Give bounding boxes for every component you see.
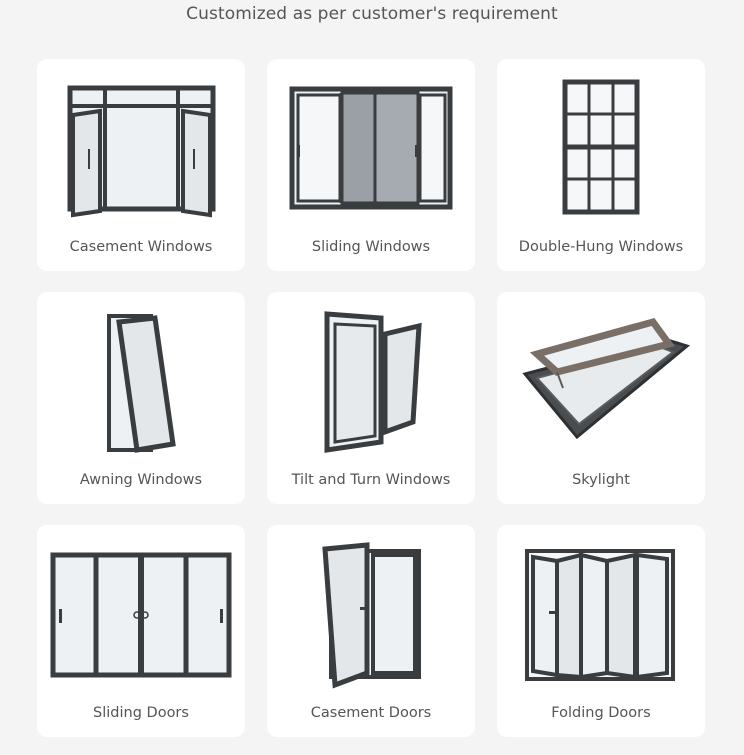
sliding-door-icon (50, 552, 232, 678)
page-title: Customized as per customer's requirement (186, 4, 558, 24)
casement-window-icon (67, 85, 216, 218)
product-card-sliding-windows[interactable]: Sliding Windows (267, 59, 475, 271)
product-card-folding-doors[interactable]: Folding Doors (497, 525, 705, 737)
awning-window-icon (107, 314, 176, 453)
tilt-turn-window-icon (324, 311, 422, 453)
skylight-icon (522, 317, 691, 440)
product-card-casement-doors[interactable]: Casement Doors (267, 525, 475, 737)
double-hung-window-icon (562, 79, 640, 215)
product-name: Sliding Windows (311, 239, 431, 255)
sliding-window-icon (289, 86, 453, 210)
casement-door-icon (322, 542, 421, 689)
product-name: Casement Windows (69, 239, 213, 255)
product-card-tilt-and-turn-windows[interactable]: Tilt and Turn Windows (267, 292, 475, 504)
product-name: Sliding Doors (93, 705, 189, 721)
product-card-skylight[interactable]: Skylight (497, 292, 705, 504)
product-card-sliding-doors[interactable]: Sliding Doors (37, 525, 245, 737)
product-name: Tilt and Turn Windows (291, 472, 451, 488)
product-name: Awning Windows (79, 472, 203, 488)
product-name: Casement Doors (310, 705, 432, 721)
folding-door-icon (525, 549, 675, 681)
product-card-awning-windows[interactable]: Awning Windows (37, 292, 245, 504)
product-card-casement-windows[interactable]: Casement Windows (37, 59, 245, 271)
product-name: Folding Doors (551, 705, 651, 721)
product-name: Double-Hung Windows (518, 239, 684, 255)
product-name: Skylight (572, 472, 630, 488)
product-card-double-hung-windows[interactable]: Double-Hung Windows (497, 59, 705, 271)
